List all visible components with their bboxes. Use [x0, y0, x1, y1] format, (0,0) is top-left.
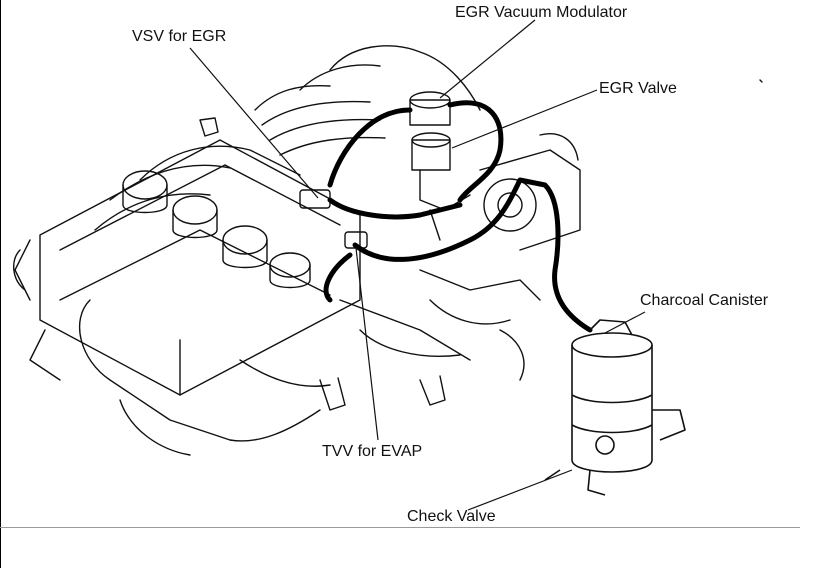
- label-charcoal-canister: Charcoal Canister: [640, 292, 769, 309]
- diagram-bottom-rule: [0, 527, 800, 528]
- label-vsv-egr: VSV for EGR: [132, 28, 227, 45]
- leader-lines: [189, 19, 646, 511]
- engine-block-outline: [13, 45, 763, 456]
- leader-egr-modulator: [439, 19, 536, 99]
- label-egr-vacuum-modulator: EGR Vacuum Modulator: [455, 4, 628, 21]
- label-check-valve: Check Valve: [407, 508, 496, 525]
- charcoal-canister: [544, 319, 686, 496]
- leader-egr-valve: [451, 89, 598, 149]
- diagram-left-border: [0, 0, 1, 568]
- leader-vsv-egr: [189, 47, 319, 199]
- label-tvv-evap: TVV for EVAP: [322, 443, 423, 460]
- leader-charcoal-canister: [604, 311, 646, 334]
- leader-check-valve: [467, 469, 573, 511]
- leader-tvv-evap: [355, 247, 379, 441]
- vacuum-hoses: [323, 100, 593, 333]
- label-egr-valve: EGR Valve: [599, 80, 677, 97]
